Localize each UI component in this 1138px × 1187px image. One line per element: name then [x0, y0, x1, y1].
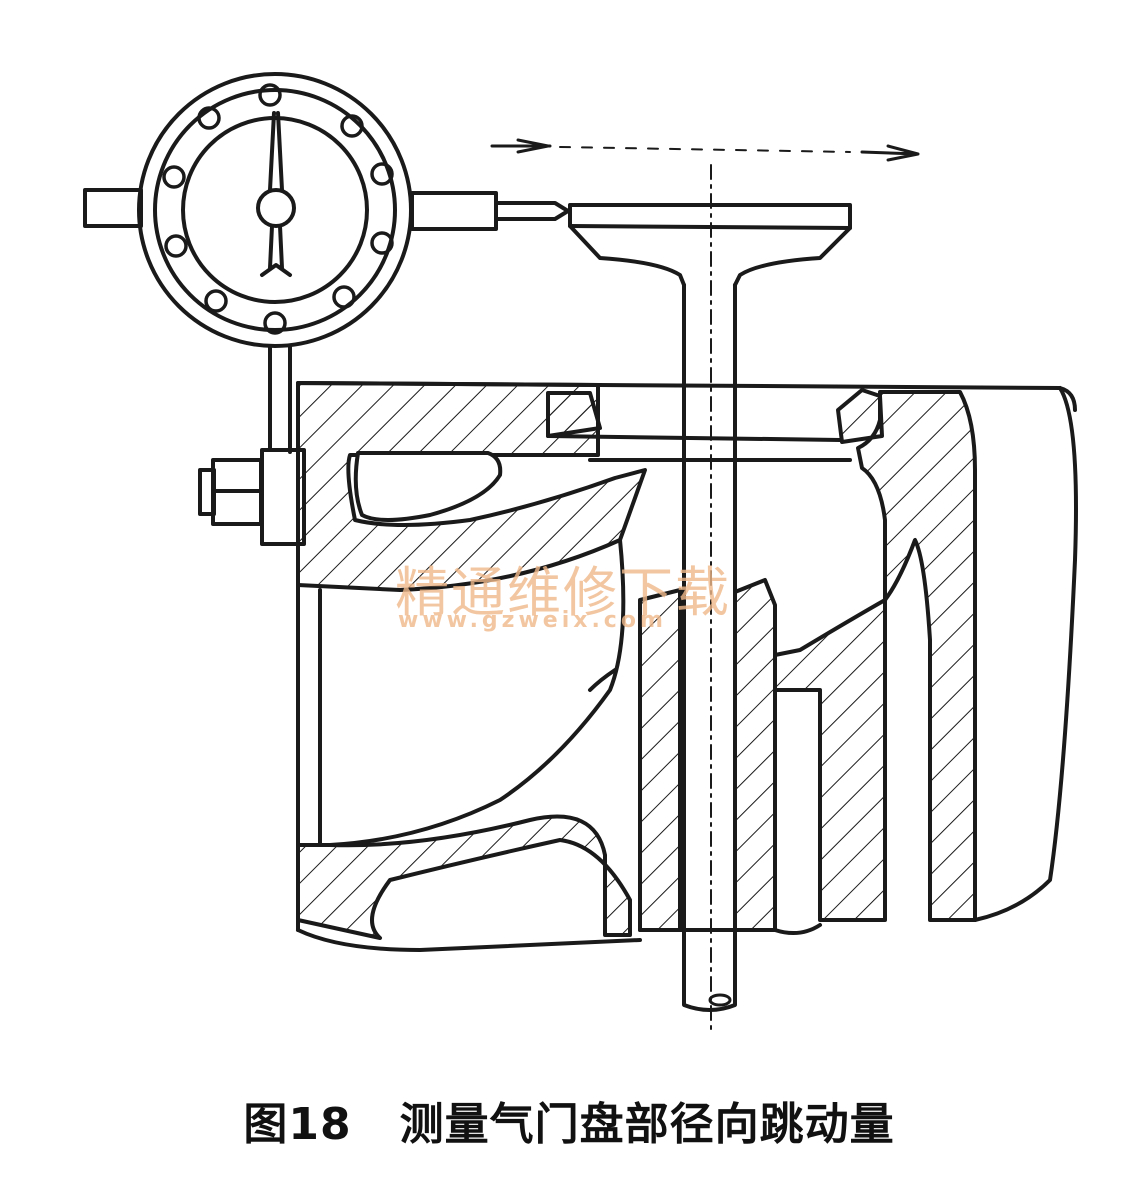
valve-guide-right: [733, 578, 777, 932]
dial-holes: [162, 83, 394, 335]
valve: [568, 164, 852, 1031]
dial-face: [181, 116, 369, 304]
dial-indicator: [83, 72, 570, 546]
head-inner-right-wall: [773, 598, 887, 922]
valve-seat-left: [546, 391, 602, 438]
cylinder-head-section: [296, 381, 1078, 952]
dial-center-hub: [256, 188, 296, 228]
arrow-right: [860, 144, 920, 162]
figure-caption: 图18 测量气门盘部径向跳动量: [0, 1088, 1138, 1152]
dial-support-rod: [268, 344, 292, 454]
port-flow-curve: [328, 538, 626, 847]
figure-title: 测量气门盘部径向跳动量: [399, 1099, 895, 1150]
watermark-url: www.gzweix.com: [398, 608, 667, 633]
valve-stem: [682, 283, 737, 1012]
dial-spindle-tip: [494, 201, 570, 221]
dial-left-stem: [83, 188, 143, 228]
valve-guide-left: [638, 588, 682, 932]
figure-number: 图18: [243, 1099, 352, 1150]
dial-needle-tail: [260, 224, 292, 277]
head-upper-right-wall: [856, 390, 977, 922]
valve-head: [568, 203, 852, 287]
movement-arrows: [490, 138, 920, 162]
valve-stem-end: [708, 993, 732, 1007]
dial-bezel: [153, 88, 397, 332]
watermark-title: 精通维修下载: [395, 561, 731, 624]
head-lower-left-wall: [296, 814, 632, 940]
arrow-left: [490, 138, 552, 154]
dial-spindle-sleeve: [410, 191, 498, 231]
intake-port-cavity: [353, 451, 503, 522]
dial-needle: [268, 111, 284, 192]
clamp-washer: [198, 468, 216, 516]
